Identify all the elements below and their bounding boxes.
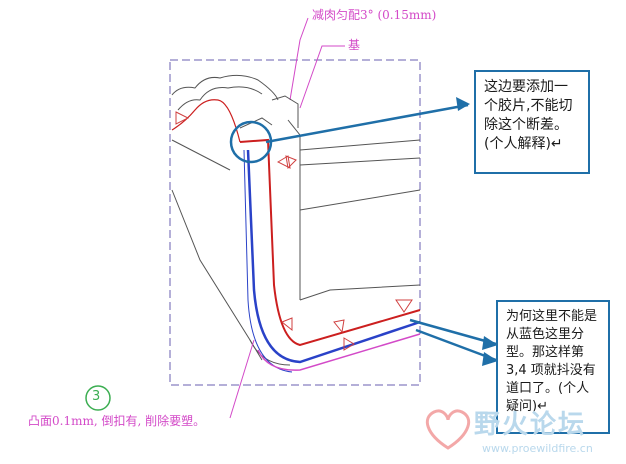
note2-text: 为何这里不能是从蓝色这里分型。那这样第3,4 项就抖没有道口了。(个人疑问)↵ bbox=[506, 309, 598, 414]
note1-text: 这边要添加一个胶片,不能切除这个断差。(个人解释)↵ bbox=[484, 79, 573, 152]
bottom-leader-line bbox=[229, 339, 255, 419]
bottom-label: 凸面0.1mm, 倒扣有, 削除要塑。 bbox=[28, 414, 206, 428]
blue-parting-line bbox=[246, 149, 421, 364]
note2-leader-line-b bbox=[415, 328, 497, 362]
watermark-url: www.proewildfire.cn bbox=[482, 442, 593, 455]
note2-arrow-icon-a bbox=[482, 336, 498, 350]
top-label: 减肉匀配3° (0.15mm) bbox=[312, 8, 437, 22]
triangle-markers bbox=[175, 111, 413, 351]
watermark-title: 野火论坛 bbox=[474, 410, 587, 440]
pink-offset-line bbox=[257, 333, 421, 371]
note1-box: 这边要添加一个胶片,不能切除这个断差。(个人解释)↵ bbox=[474, 70, 590, 174]
step-number: 3 bbox=[92, 389, 101, 404]
note1-arrow-icon bbox=[456, 97, 470, 111]
step-circle-icon bbox=[85, 385, 111, 411]
red-parting-line bbox=[239, 138, 421, 347]
watermark-logo-icon bbox=[425, 409, 471, 450]
blue-inner-line bbox=[243, 149, 293, 373]
red-wave-line bbox=[171, 99, 241, 143]
note2-arrow-icon-b bbox=[482, 352, 498, 366]
note2-box: 为何这里不能是从蓝色这里分型。那这样第3,4 项就抖没有道口了。(个人疑问)↵ bbox=[496, 300, 610, 434]
dashed-frame bbox=[169, 59, 421, 386]
note1-leader-line bbox=[265, 103, 469, 144]
top-leader-line bbox=[289, 17, 309, 101]
base-label: 基 bbox=[348, 38, 361, 52]
note2-leader-line-a bbox=[409, 318, 497, 346]
base-leader-line bbox=[299, 45, 345, 109]
